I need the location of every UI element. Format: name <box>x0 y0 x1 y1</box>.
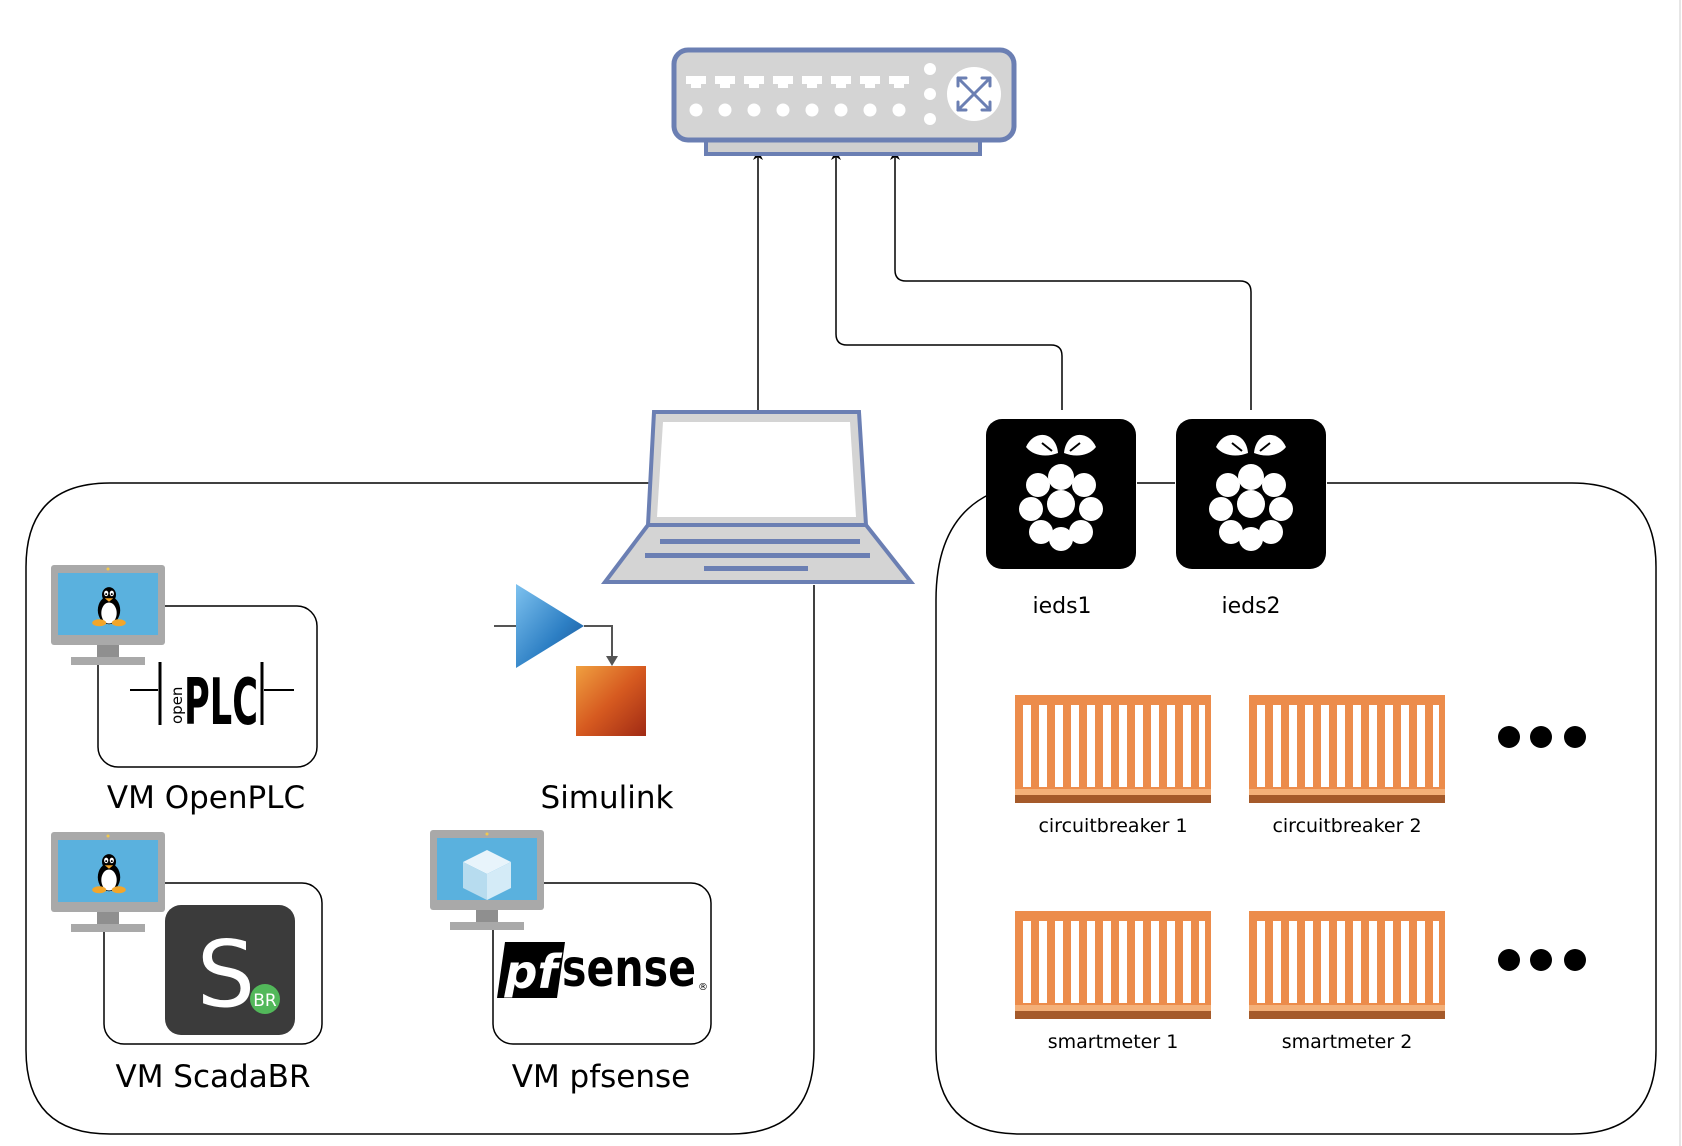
smartmeter-2-label: smartmeter 2 <box>1282 1031 1413 1053</box>
vm-pfsense: pf sense ® VM pfsense <box>430 830 712 1095</box>
monitor-icon <box>430 830 544 930</box>
simulink-logo <box>494 584 646 736</box>
vm-scadabr: S BR VM ScadaBR <box>51 832 323 1095</box>
openplc-logo: open PLC <box>130 662 294 740</box>
svg-text:®: ® <box>698 982 708 993</box>
svg-text:PLC: PLC <box>184 666 258 740</box>
scadabr-label: VM ScadaBR <box>115 1059 310 1095</box>
ellipsis-icon <box>1498 726 1586 748</box>
smartmeter-1-label: smartmeter 1 <box>1048 1031 1179 1053</box>
scadabr-logo: S BR <box>165 905 295 1035</box>
svg-text:sense: sense <box>562 939 696 999</box>
svg-text:open: open <box>168 687 186 724</box>
simulink-label: Simulink <box>541 780 674 816</box>
container-icon <box>1015 695 1211 803</box>
ieds2-label: ieds2 <box>1221 594 1280 619</box>
container-icon <box>1015 911 1211 1019</box>
ieds1-label: ieds1 <box>1032 594 1091 619</box>
svg-text:pf: pf <box>504 945 563 999</box>
ieds-group <box>935 482 1657 1135</box>
svg-text:BR: BR <box>253 991 277 1011</box>
link-ieds2-switch <box>890 150 1252 410</box>
laptop-host-group <box>25 482 815 1135</box>
raspberry-pi-icon <box>986 419 1136 569</box>
openplc-label: VM OpenPLC <box>107 780 305 816</box>
pfsense-label: VM pfsense <box>512 1059 691 1095</box>
raspberry-pi-icon <box>1176 419 1326 569</box>
pfsense-logo: pf sense ® <box>497 939 708 999</box>
vm-openplc: open PLC VM OpenPLC <box>51 565 318 816</box>
laptop-icon <box>600 410 916 584</box>
svg-text:S: S <box>197 921 255 1028</box>
ellipsis-icon <box>1498 949 1586 971</box>
link-ieds1-switch <box>831 150 1063 410</box>
container-icon <box>1249 911 1445 1019</box>
container-icon <box>1249 695 1445 803</box>
circuitbreaker-1-label: circuitbreaker 1 <box>1038 815 1187 837</box>
circuitbreaker-2-label: circuitbreaker 2 <box>1272 815 1421 837</box>
connections <box>753 150 1252 412</box>
virtualbox-cube-icon <box>463 850 511 900</box>
network-switch-icon <box>671 47 1017 156</box>
